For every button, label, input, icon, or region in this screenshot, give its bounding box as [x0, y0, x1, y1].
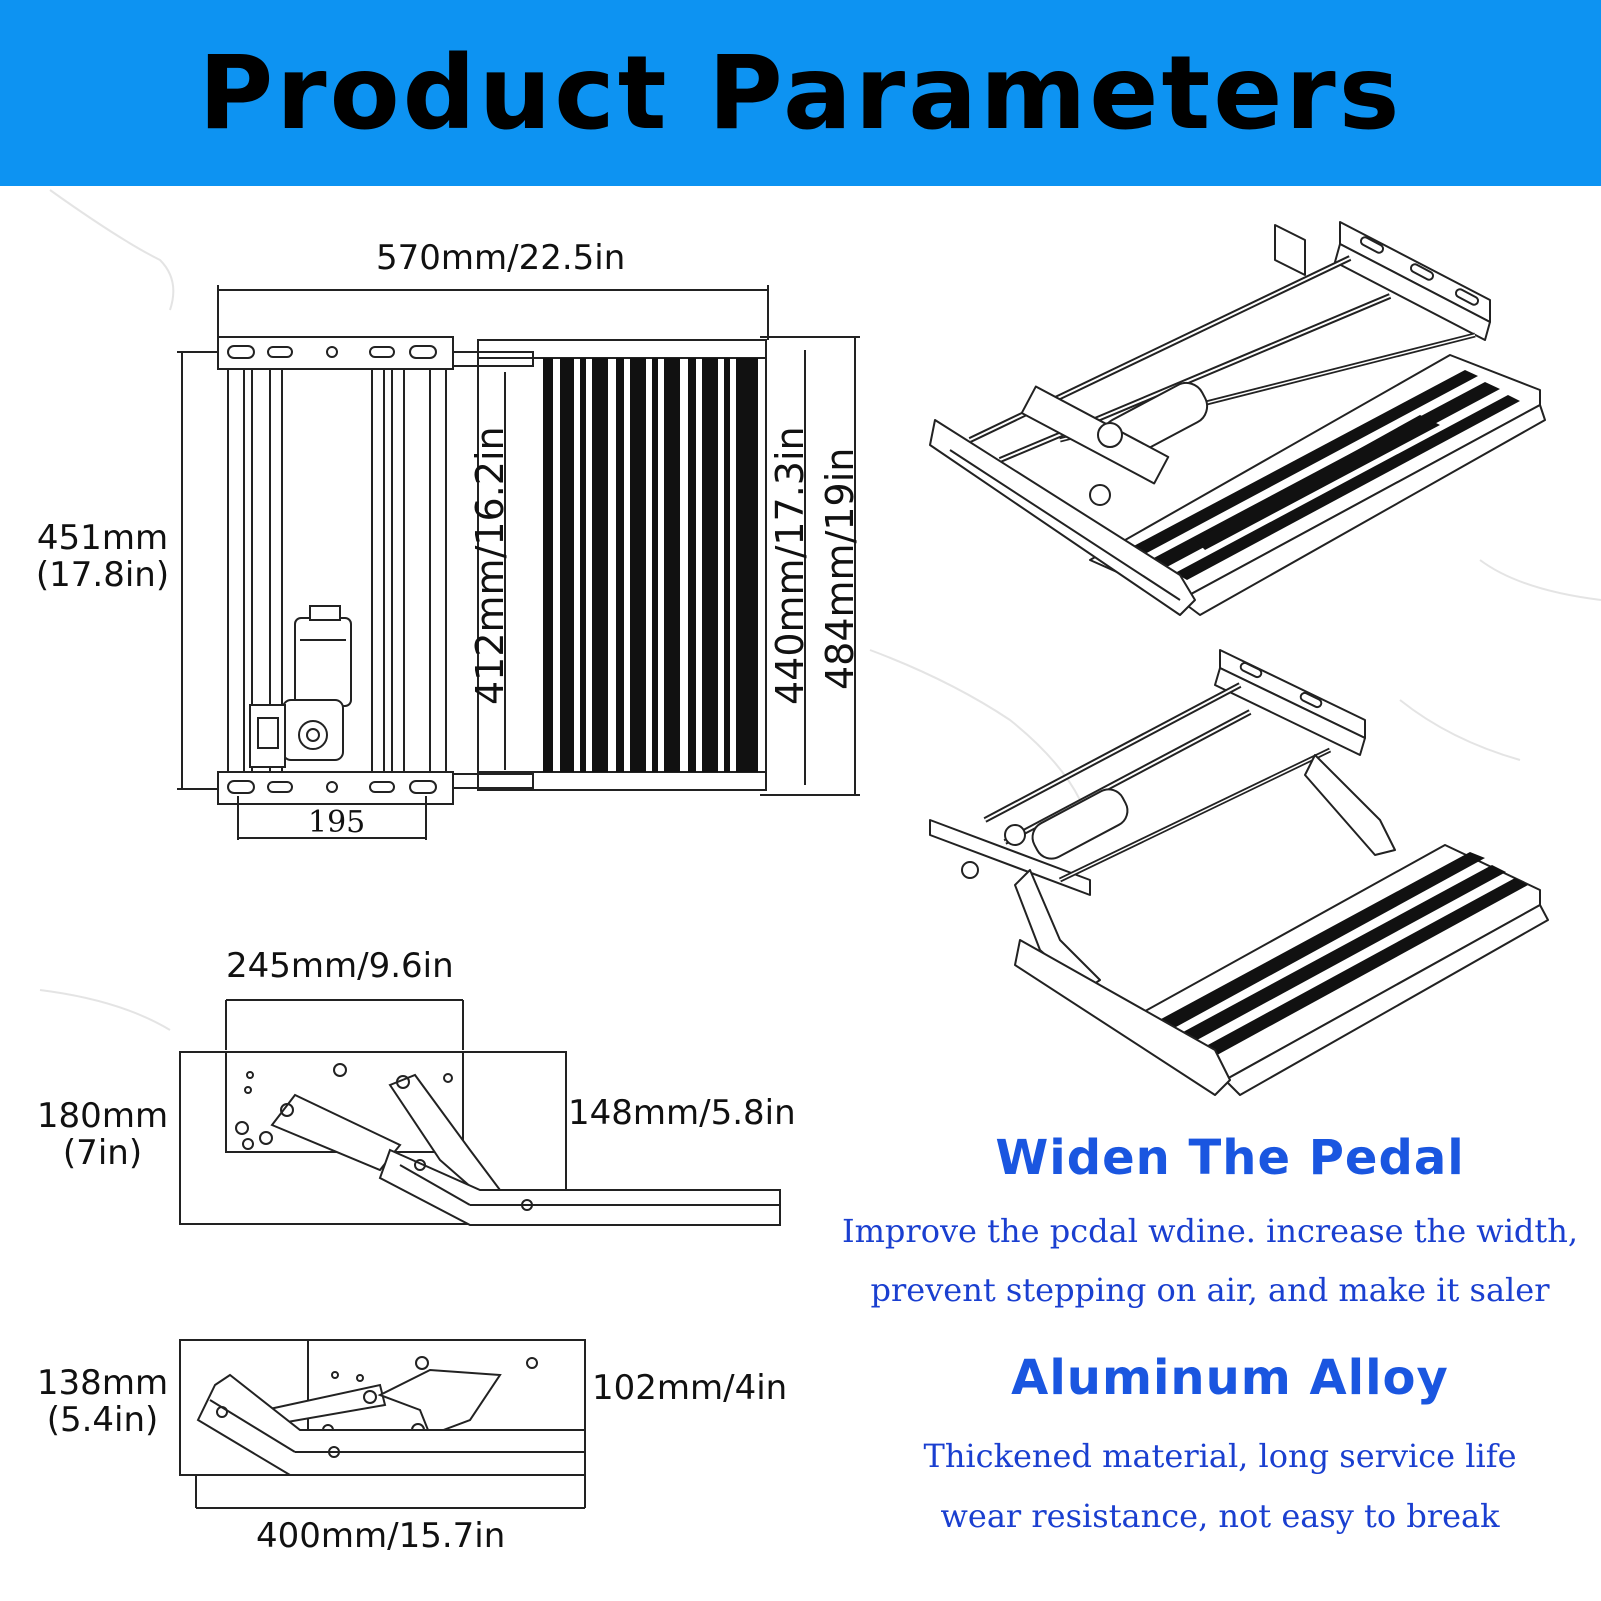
side-open-height-mm: 180mm [36, 1096, 169, 1136]
side-open-height-in: (7in) [62, 1133, 143, 1174]
side-closed-height-label: 138mm (5.4in) [30, 1363, 175, 1441]
feature-title-aluminum-alloy: Aluminum Alloy [1011, 1350, 1449, 1406]
side-closed-right-label: 102mm/4in [592, 1368, 788, 1408]
bracket-dimension [237, 796, 427, 840]
feature-title-widen-pedal: Widen The Pedal [995, 1130, 1465, 1186]
left-height-in: (17.8in) [35, 555, 170, 596]
inner-height-dimension-label: 412mm/16.2in [468, 426, 512, 705]
top-view-drawing [177, 285, 860, 805]
outer-height-dimension-label: 484mm/19in [818, 447, 862, 690]
header-banner: Product Parameters [0, 0, 1601, 186]
side-closed-height-in: (5.4in) [46, 1400, 159, 1441]
side-closed-bottom-label: 400mm/15.7in [256, 1516, 506, 1556]
side-open-right-label: 148mm/5.8in [568, 1093, 796, 1133]
marble-background [39, 189, 1601, 1031]
isometric-step-open [929, 649, 1549, 1096]
left-height-mm: 451mm [36, 518, 169, 558]
bracket-width-label: 195 [308, 805, 366, 840]
side-open-top-width-label: 245mm/9.6in [226, 946, 454, 986]
motor-drawing [249, 605, 352, 768]
side-closed-height-mm: 138mm [36, 1363, 169, 1403]
left-height-dimension-label: 451mm (17.8in) [30, 518, 175, 596]
side-view-open-drawing [179, 999, 781, 1226]
width-dimension-label: 570mm/22.5in [376, 238, 626, 278]
mid-height-dimension-label: 440mm/17.3in [768, 426, 812, 705]
side-open-height-label: 180mm (7in) [30, 1096, 175, 1174]
side-view-closed-drawing [179, 1339, 586, 1509]
feature-desc-aluminum-2: wear resistance, not easy to break [940, 1497, 1500, 1535]
page-title: Product Parameters [198, 33, 1403, 153]
feature-desc-widen-pedal-1: Improve the pcdal wdine. increase the wi… [841, 1212, 1579, 1250]
feature-desc-aluminum-1: Thickened material, long service life [923, 1437, 1517, 1475]
step-slats [543, 358, 758, 772]
isometric-step-closed [929, 221, 1546, 616]
feature-desc-widen-pedal-2: prevent stepping on air, and make it sal… [870, 1271, 1550, 1309]
